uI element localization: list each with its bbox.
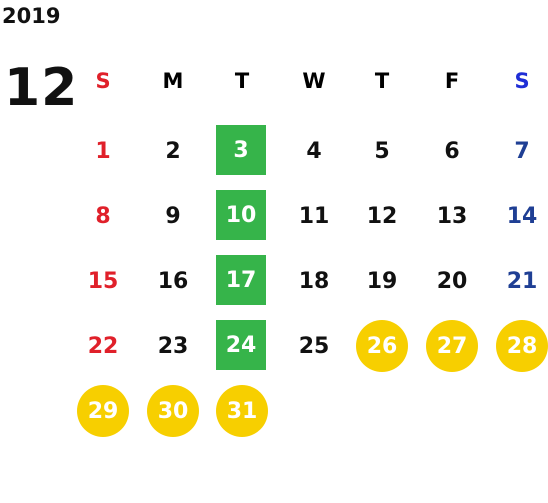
day-cell[interactable]: 20 (436, 268, 468, 294)
day-cell[interactable]: 9 (165, 203, 181, 229)
day-cell[interactable]: 14 (506, 203, 538, 229)
day-cell[interactable]: 25 (298, 333, 330, 359)
day-cell-yellow-marked[interactable]: 29 (77, 385, 129, 437)
day-cell[interactable]: 6 (444, 138, 460, 164)
weekday-header-mon: M (162, 69, 184, 93)
month-label: 12 (4, 58, 79, 118)
day-cell[interactable]: 5 (374, 138, 390, 164)
day-cell[interactable]: 4 (306, 138, 322, 164)
day-cell[interactable]: 1 (95, 138, 111, 164)
day-cell[interactable]: 16 (157, 268, 189, 294)
day-cell-green-marked[interactable]: 24 (216, 320, 266, 370)
weekday-header-thu: T (374, 69, 390, 93)
day-cell[interactable]: 13 (436, 203, 468, 229)
day-cell[interactable]: 23 (157, 333, 189, 359)
day-cell[interactable]: 11 (298, 203, 330, 229)
day-cell-green-marked[interactable]: 10 (216, 190, 266, 240)
day-cell-yellow-marked[interactable]: 30 (147, 385, 199, 437)
day-cell-yellow-marked[interactable]: 28 (496, 320, 548, 372)
weekday-header-wed: W (302, 69, 326, 93)
day-cell[interactable]: 22 (87, 333, 119, 359)
weekday-header-tue: T (234, 69, 250, 93)
day-cell-yellow-marked[interactable]: 31 (216, 385, 268, 437)
weekday-header-sun: S (95, 69, 111, 93)
day-cell-green-marked[interactable]: 3 (216, 125, 266, 175)
day-cell-yellow-marked[interactable]: 26 (356, 320, 408, 372)
day-cell[interactable]: 2 (165, 138, 181, 164)
day-cell[interactable]: 15 (87, 268, 119, 294)
day-cell[interactable]: 18 (298, 268, 330, 294)
day-cell[interactable]: 8 (95, 203, 111, 229)
day-cell-green-marked[interactable]: 17 (216, 255, 266, 305)
day-cell[interactable]: 12 (366, 203, 398, 229)
day-cell[interactable]: 7 (514, 138, 530, 164)
weekday-header-sat: S (514, 69, 530, 93)
day-cell-yellow-marked[interactable]: 27 (426, 320, 478, 372)
day-cell[interactable]: 21 (506, 268, 538, 294)
day-cell[interactable]: 19 (366, 268, 398, 294)
year-label: 2019 (2, 4, 61, 28)
weekday-header-fri: F (444, 69, 460, 93)
